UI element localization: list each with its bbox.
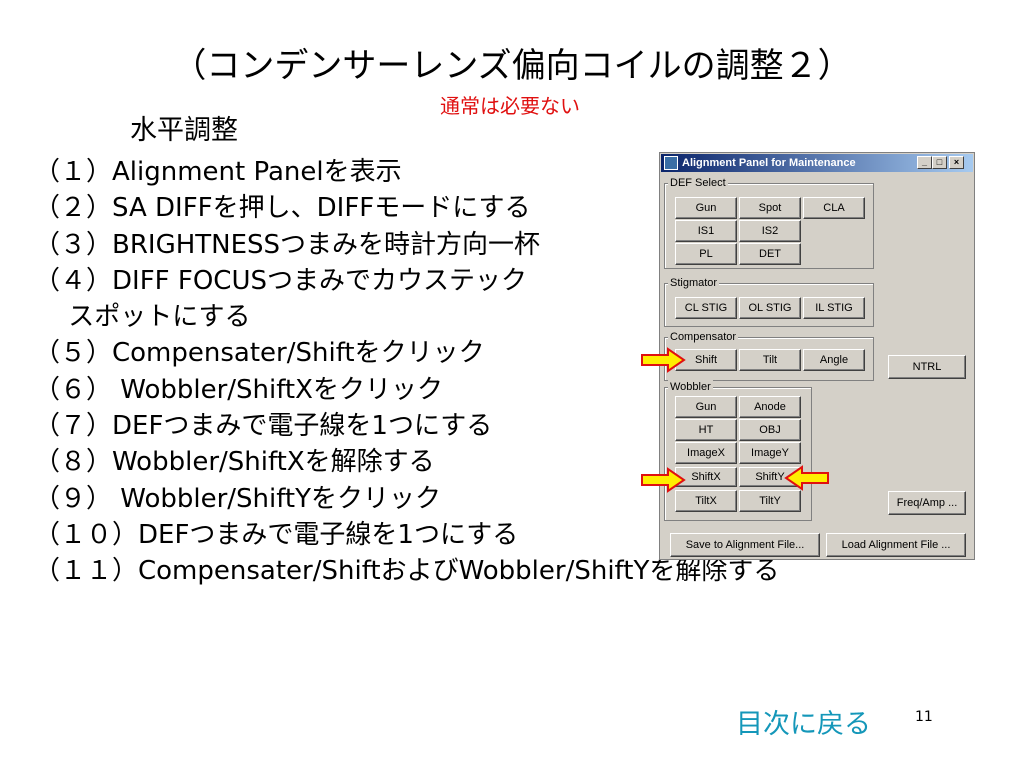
wobbler-label: Wobbler — [668, 380, 713, 394]
arrow-right-icon — [641, 347, 686, 373]
wobbler-obj-button[interactable]: OBJ — [739, 419, 801, 441]
arrow-shape — [641, 347, 686, 373]
wobbler-tilty-button[interactable]: TiltY — [739, 490, 801, 512]
step-list: （１）Alignment Panelを表示 （２）SA DIFFを押し、DIFF… — [34, 154, 779, 590]
def-cla-button[interactable]: CLA — [803, 197, 865, 219]
il-stig-button[interactable]: IL STIG — [803, 297, 865, 319]
step-item-7: （７）DEFつまみで電子線を1つにする — [34, 411, 493, 442]
window-titlebar[interactable]: Alignment Panel for Maintenance _ □ × — [661, 154, 973, 172]
arrow-shape — [784, 465, 829, 491]
save-alignment-button[interactable]: Save to Alignment File... — [670, 533, 820, 557]
wobbler-gun-button[interactable]: Gun — [675, 396, 737, 418]
wobbler-imagey-button[interactable]: ImageY — [739, 442, 801, 464]
step-item-10: （１０）DEFつまみで電子線を1つにする — [34, 519, 519, 550]
arrow-left-icon — [784, 465, 829, 491]
maximize-icon[interactable]: □ — [932, 156, 947, 169]
ol-stig-button[interactable]: OL STIG — [739, 297, 801, 319]
back-to-toc-link[interactable]: 目次に戻る — [736, 709, 871, 740]
step-item-11: （１１）Compensater/ShiftおよびWobbler/ShiftYを解… — [34, 556, 780, 587]
def-gun-button[interactable]: Gun — [675, 197, 737, 219]
cl-stig-button[interactable]: CL STIG — [675, 297, 737, 319]
def-select-label: DEF Select — [668, 176, 728, 190]
stigmator-group: Stigmator CL STIG OL STIG IL STIG — [664, 276, 874, 327]
step-item-5: （５）Compensater/Shiftをクリック — [34, 338, 485, 369]
wobbler-group: Wobbler Gun Anode HT OBJ ImageX ImageY S… — [664, 380, 812, 521]
wobbler-imagex-button[interactable]: ImageX — [675, 442, 737, 464]
arrow-shape — [641, 467, 686, 493]
def-spot-button[interactable]: Spot — [739, 197, 801, 219]
alignment-panel-window: Alignment Panel for Maintenance _ □ × DE… — [659, 152, 975, 560]
app-icon — [664, 156, 678, 170]
close-icon[interactable]: × — [949, 156, 964, 169]
def-is1-button[interactable]: IS1 — [675, 220, 737, 242]
page-number: 11 — [915, 709, 933, 725]
load-alignment-button[interactable]: Load Alignment File ... — [826, 533, 966, 557]
def-is2-button[interactable]: IS2 — [739, 220, 801, 242]
step-item-8: （８）Wobbler/ShiftXを解除する — [34, 447, 435, 478]
wobbler-shiftx-button[interactable]: ShiftX — [675, 467, 737, 487]
wobbler-ht-button[interactable]: HT — [675, 419, 737, 441]
def-select-group: DEF Select Gun Spot CLA IS1 IS2 PL DET — [664, 176, 874, 269]
wobbler-tiltx-button[interactable]: TiltX — [675, 490, 737, 512]
ntrl-button[interactable]: NTRL — [888, 355, 966, 379]
step-item-4-continued: スポットにする — [34, 302, 251, 333]
slide-subtitle: 通常は必要ない — [440, 94, 580, 118]
section-heading: 水平調整 — [130, 115, 238, 146]
step-item-2: （２）SA DIFFを押し、DIFFモードにする — [34, 193, 531, 224]
compensator-tilt-button[interactable]: Tilt — [739, 349, 801, 371]
freq-amp-button[interactable]: Freq/Amp ... — [888, 491, 966, 515]
compensator-group: Compensator Shift Tilt Angle — [664, 330, 874, 381]
step-item-9: （９） Wobbler/ShiftYをクリック — [34, 483, 442, 514]
wobbler-anode-button[interactable]: Anode — [739, 396, 801, 418]
minimize-icon[interactable]: _ — [917, 156, 932, 169]
compensator-label: Compensator — [668, 330, 739, 344]
slide-title: （コンデンサーレンズ偏向コイルの調整２） — [172, 46, 852, 86]
compensator-angle-button[interactable]: Angle — [803, 349, 865, 371]
step-item-4: （４）DIFF FOCUSつまみでカウステック — [34, 265, 527, 296]
def-pl-button[interactable]: PL — [675, 243, 737, 265]
step-item-6: （６） Wobbler/ShiftXをクリック — [34, 374, 443, 405]
def-det-button[interactable]: DET — [739, 243, 801, 265]
step-item-3: （３）BRIGHTNESSつまみを時計方向一杯 — [34, 229, 541, 260]
arrow-right-icon — [641, 467, 686, 493]
step-item-1: （１）Alignment Panelを表示 — [34, 157, 402, 187]
stigmator-label: Stigmator — [668, 276, 720, 290]
window-title: Alignment Panel for Maintenance — [682, 157, 856, 169]
